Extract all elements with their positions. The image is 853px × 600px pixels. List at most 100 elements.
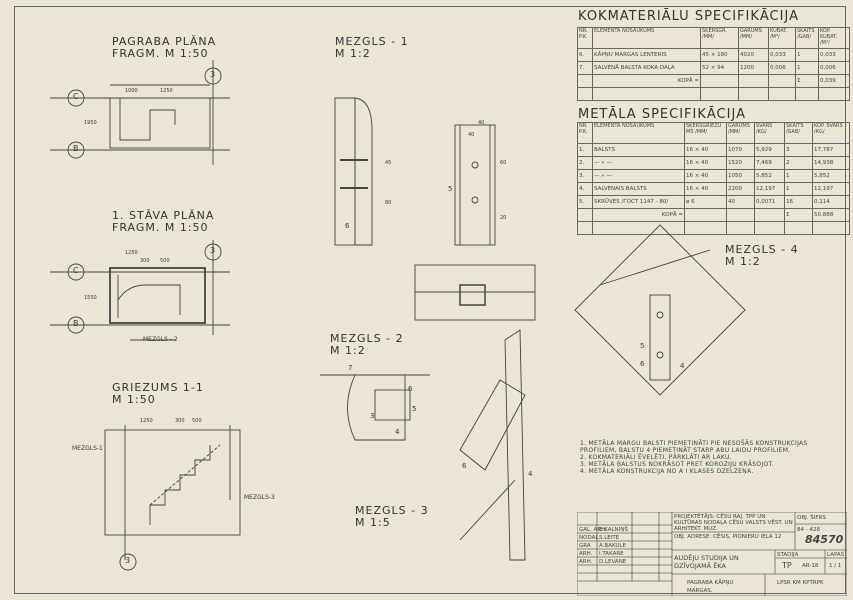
table-cell bbox=[577, 221, 593, 235]
table-cell: 2200 bbox=[726, 182, 755, 196]
table-cell: ŠĶĒRSGRIEZUMS /MM/ bbox=[684, 122, 727, 144]
table-cell: — » — bbox=[592, 169, 685, 183]
object-code: 84 - 428 bbox=[797, 527, 820, 533]
sheet-code: AR-18 bbox=[802, 563, 819, 569]
staff-role: GAL. ARH. bbox=[579, 527, 607, 533]
dimension: 40 bbox=[478, 120, 485, 126]
table-cell: 1 bbox=[784, 182, 813, 196]
table-cell: 0,039 bbox=[818, 74, 850, 88]
table-cell: 2. bbox=[577, 156, 593, 170]
drawing-name: PAGRABA KĀPŅU MARGAS. bbox=[687, 580, 734, 594]
table-cell: — » — bbox=[592, 156, 685, 170]
staff-name: E.KALNIŅŠ bbox=[599, 527, 628, 533]
note: 3. METĀLA BALSTUS NOKRĀSOT PRET KOROZIJU… bbox=[580, 461, 774, 468]
table-cell bbox=[726, 208, 755, 222]
table-cell: 4020 bbox=[738, 48, 769, 62]
table-cell: 0,0071 bbox=[754, 195, 785, 209]
part-number: 6 bbox=[408, 385, 413, 393]
part-number: 5 bbox=[448, 185, 453, 193]
table-cell bbox=[784, 221, 813, 235]
axis-marker bbox=[67, 263, 85, 281]
table-cell: 5,852 bbox=[812, 169, 850, 183]
axis-marker bbox=[204, 243, 222, 261]
table-cell: SKAITS /GAB/ bbox=[784, 122, 813, 144]
dimension: 1250 bbox=[160, 88, 173, 94]
axis-marker bbox=[656, 311, 664, 319]
table-cell bbox=[754, 221, 785, 235]
table-cell bbox=[592, 221, 685, 235]
dimension: 500 bbox=[160, 258, 170, 264]
table-cell bbox=[768, 74, 796, 88]
table-cell: 16 × 40 bbox=[684, 169, 727, 183]
table-cell: SKAITS /GAB/ bbox=[795, 27, 819, 49]
axis-marker bbox=[204, 67, 222, 85]
table-cell: KOPĀ = bbox=[592, 74, 701, 88]
axis-marker bbox=[119, 553, 137, 571]
table-cell: 4. bbox=[577, 182, 593, 196]
axis-label-b: B bbox=[73, 144, 79, 153]
table-cell: 6. bbox=[577, 48, 593, 62]
node-callout: MEZGLS-3 bbox=[244, 494, 275, 501]
table-cell: NR. P.K. bbox=[577, 27, 593, 49]
table-cell: 1070 bbox=[726, 143, 755, 157]
table-cell: 7,469 bbox=[754, 156, 785, 170]
node1-drawing bbox=[334, 97, 536, 321]
axis-marker bbox=[471, 196, 479, 204]
part-number: 6 bbox=[345, 222, 350, 230]
table-cell: 52 × 94 bbox=[700, 61, 739, 75]
drawing-frame bbox=[14, 6, 846, 594]
axis-label-3: 3 bbox=[210, 70, 216, 79]
table-cell: 1 bbox=[784, 169, 813, 183]
organization: LPSR KM KPTRPK bbox=[777, 580, 824, 586]
table-cell bbox=[768, 87, 796, 101]
table-cell bbox=[577, 74, 593, 88]
table-cell: 16 × 40 bbox=[684, 156, 727, 170]
table-cell: GARUMS /MM/ bbox=[738, 27, 769, 49]
table-cell bbox=[812, 221, 850, 235]
part-number: 6 bbox=[640, 360, 645, 368]
table-cell: GARUMS /MM/ bbox=[726, 122, 755, 144]
table-cell bbox=[818, 87, 850, 101]
object-name: AUDĒJU STUDIJA UN DZĪVOJAMĀ ĒKA bbox=[674, 554, 739, 570]
table-cell: 7. bbox=[577, 61, 593, 75]
first-floor-plan-drawing bbox=[50, 240, 230, 341]
table-cell: 14,938 bbox=[812, 156, 850, 170]
table-cell: 3 bbox=[784, 143, 813, 157]
axis-label-b: B bbox=[73, 319, 79, 328]
table-cell bbox=[684, 208, 727, 222]
dimension: 500 bbox=[192, 418, 202, 424]
archive-number: 84570 bbox=[805, 533, 844, 546]
dimension: 40 bbox=[468, 132, 475, 138]
stage-value: TP bbox=[782, 561, 792, 570]
table-cell: NR. P.K. bbox=[577, 122, 593, 144]
axis-marker bbox=[656, 351, 664, 359]
node-callout: MEZGLS-1 bbox=[72, 445, 103, 452]
table-row bbox=[577, 221, 850, 235]
staff-name: I.TAKARE bbox=[599, 551, 624, 557]
table-cell: ELEMENTA NOSAUKUMS bbox=[592, 27, 701, 49]
table-cell bbox=[577, 208, 593, 222]
metal-spec-title: METĀLA SPECIFIKĀCIJA bbox=[578, 107, 746, 122]
section-drawing bbox=[104, 425, 241, 571]
object-code-label: OBJ. ŠIFRS bbox=[797, 515, 826, 521]
staff-role: ARH. bbox=[579, 551, 593, 557]
part-number: 7 bbox=[348, 364, 353, 372]
table-cell bbox=[754, 208, 785, 222]
table-cell bbox=[738, 74, 769, 88]
table-cell: BALSTS bbox=[592, 143, 685, 157]
table-cell: 17,787 bbox=[812, 143, 850, 157]
table-cell: 16 × 40 bbox=[684, 143, 727, 157]
table-cell: KOP. KUBAT. /M³/ bbox=[818, 27, 850, 49]
